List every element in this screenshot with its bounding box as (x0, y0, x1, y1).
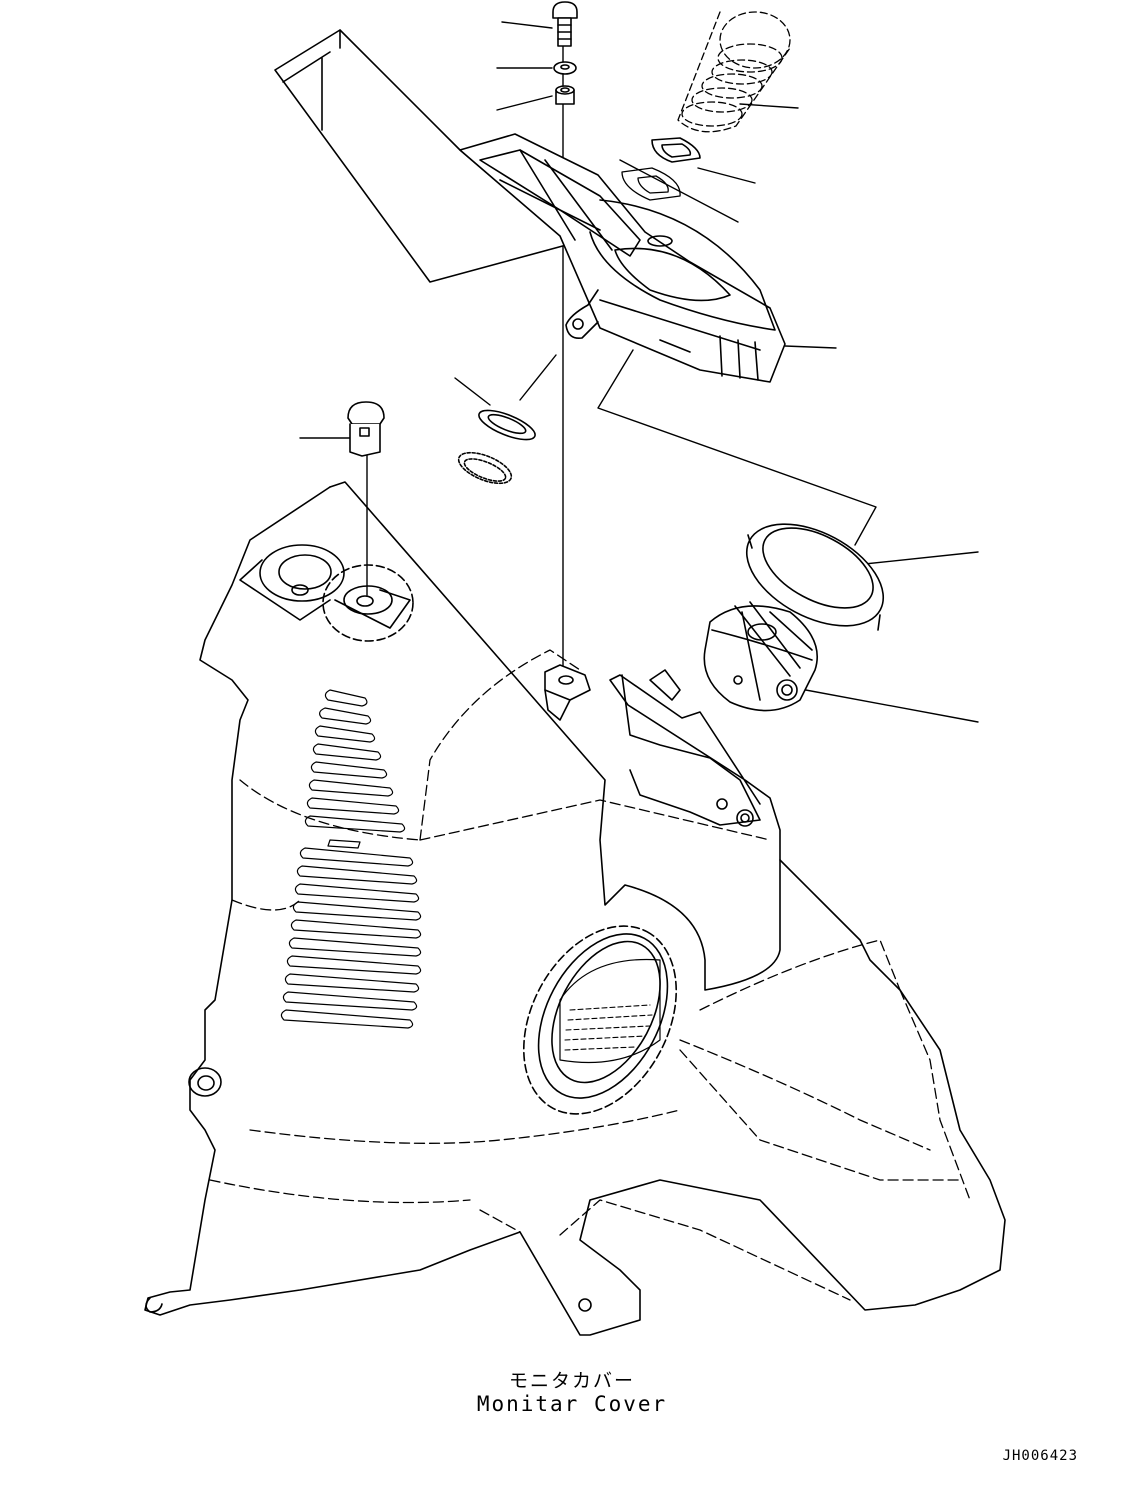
cab-light-icon (703, 601, 819, 712)
leader-lines (299, 21, 979, 723)
monitor-cover-housing-icon (144, 481, 1006, 1336)
monitor-bracket-icon (274, 29, 786, 383)
washer-icon (553, 61, 577, 75)
drawing-id: JH006423 (1002, 1448, 1078, 1464)
seal-icon (478, 409, 536, 441)
leader-grommet (697, 167, 756, 184)
light-opening-icon (621, 669, 761, 827)
mount-hole-icon (578, 1298, 592, 1312)
gasket-icon (621, 167, 681, 201)
bellows-boot-icon (677, 11, 791, 133)
speaker-grille-icon (522, 925, 678, 1115)
leader-ring (854, 551, 979, 566)
side-boss-icon (188, 1067, 222, 1097)
trim-ring-icon (745, 523, 885, 631)
vent-slots-icon (280, 689, 422, 1029)
leader-bracket (784, 345, 837, 349)
seal-ring-icon (457, 451, 513, 485)
spacer-icon (555, 85, 575, 105)
socket-icon (239, 544, 414, 642)
bolt-icon (552, 1, 578, 47)
leader-gasket (619, 159, 739, 223)
leader-group (597, 349, 877, 546)
leader-bolt (501, 21, 553, 29)
leader-light (794, 687, 979, 723)
leader-seal-2 (519, 354, 557, 401)
leader-seal (454, 377, 491, 406)
hook-icon (145, 1297, 163, 1313)
caption-japanese: モニタカバー (508, 1370, 635, 1392)
caption-english: Monitar Cover (476, 1392, 668, 1416)
grommet-icon (651, 137, 701, 163)
leader-spacer (496, 95, 553, 111)
cap-icon (347, 401, 385, 457)
mount-boss-icon (544, 664, 591, 721)
